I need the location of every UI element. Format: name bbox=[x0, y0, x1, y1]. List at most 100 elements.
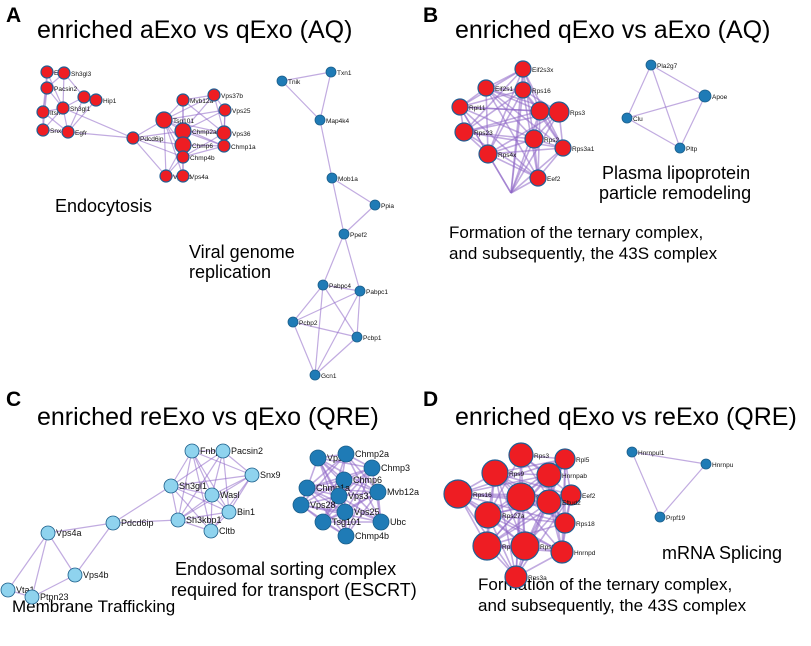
network-node bbox=[550, 540, 574, 564]
node-label: Snx9 bbox=[260, 470, 281, 480]
panel-a-caption-1: Endocytosis bbox=[55, 196, 152, 216]
network-edge bbox=[177, 450, 193, 521]
node-label: Pdcd6ip bbox=[140, 136, 164, 143]
panel-c-letter: C bbox=[6, 388, 21, 411]
network-node bbox=[514, 60, 532, 78]
node-label: Vps28 bbox=[310, 500, 336, 510]
network-node bbox=[351, 331, 363, 343]
node-label: Ppef2 bbox=[350, 232, 367, 239]
node-label: Vps25 bbox=[354, 507, 380, 517]
node-label: Vps37b bbox=[221, 93, 243, 100]
node-label: Hnrnpul1 bbox=[638, 450, 665, 457]
node-label: Chmp6 bbox=[192, 143, 213, 150]
panel-d-letter: D bbox=[423, 388, 438, 411]
node-label: Rpl5 bbox=[576, 457, 590, 464]
network-node bbox=[170, 512, 186, 528]
network-edge bbox=[163, 119, 225, 147]
node-label: Sh3gl1 bbox=[70, 106, 91, 113]
panel-b-title: enriched qExo vs aExo (AQ) bbox=[455, 16, 770, 44]
node-label: Rps9 bbox=[509, 471, 525, 478]
network-node bbox=[621, 112, 633, 124]
network-edge bbox=[163, 119, 184, 177]
network-edge bbox=[170, 450, 224, 487]
network-node bbox=[554, 448, 576, 470]
network-edge bbox=[292, 321, 316, 376]
network-edge bbox=[457, 474, 550, 495]
network-node bbox=[626, 446, 638, 458]
network-edge bbox=[292, 290, 361, 323]
network-edge bbox=[343, 233, 361, 292]
node-label: Fnbp1 bbox=[200, 446, 226, 456]
network-node bbox=[36, 123, 50, 137]
network-edge bbox=[306, 453, 347, 489]
network-node bbox=[40, 65, 54, 79]
node-label: Chmp2a bbox=[192, 129, 217, 136]
network-layer: Epn2Sh3gl3Pacsin2ItsnSh3gl1ItchHip1Snx18… bbox=[0, 59, 734, 605]
node-label: Hip1 bbox=[103, 98, 117, 105]
node-label: Rps3 bbox=[534, 453, 550, 460]
network-node bbox=[36, 105, 50, 119]
network-edge bbox=[170, 474, 253, 487]
network-edge bbox=[314, 284, 324, 376]
node-label: Rps3a1 bbox=[572, 146, 595, 153]
network-module: Epn2Sh3gl3Pacsin2ItsnSh3gl1ItchHip1Snx18… bbox=[36, 65, 256, 183]
network-edge bbox=[331, 177, 376, 206]
network-edge bbox=[292, 321, 358, 338]
network-edge bbox=[626, 117, 681, 149]
node-label: Tsg101 bbox=[173, 118, 194, 125]
node-label: Gcn1 bbox=[321, 373, 337, 380]
network-edge bbox=[74, 522, 114, 576]
network-node bbox=[369, 199, 381, 211]
node-label: Rpl11 bbox=[469, 105, 486, 112]
node-label: Eif2s1 bbox=[495, 86, 513, 93]
network-node bbox=[326, 172, 338, 184]
node-label: Vps25 bbox=[232, 108, 251, 115]
network-node bbox=[216, 125, 232, 141]
node-label: Prpf19 bbox=[666, 515, 686, 522]
network-edge bbox=[487, 68, 524, 155]
network-module: Eif2s3xEif2s1Rps16Rpl11Rps11Rps3Rps23Rps… bbox=[451, 60, 595, 194]
node-label: Vps4b bbox=[83, 570, 109, 580]
network-edge bbox=[31, 574, 76, 598]
node-label: Hnrnpab bbox=[562, 473, 587, 480]
network-node bbox=[508, 442, 534, 468]
node-label: Apoe bbox=[712, 94, 728, 101]
network-edge bbox=[132, 137, 167, 177]
node-label: Sh3kbp1 bbox=[186, 515, 222, 525]
network-node bbox=[554, 139, 572, 157]
network-edge bbox=[163, 109, 226, 121]
network-module: TnikTxn1Map4k4Mob1aPpiaPpef2Pabpc4Pabpc1… bbox=[276, 66, 394, 381]
node-label: Vps4a bbox=[190, 174, 209, 181]
panel-a-caption-2: Viral genome bbox=[189, 242, 295, 262]
network-edge bbox=[459, 106, 539, 179]
network-edge bbox=[281, 71, 332, 82]
node-label: Pabpc4 bbox=[329, 283, 351, 290]
network-node bbox=[472, 531, 502, 561]
node-label: Wasl bbox=[220, 490, 240, 500]
network-node bbox=[645, 59, 657, 71]
network-edge bbox=[322, 284, 361, 292]
network-node bbox=[215, 443, 231, 459]
panel-b-letter: B bbox=[423, 4, 438, 27]
network-node bbox=[554, 512, 576, 534]
network-edge bbox=[457, 493, 563, 553]
network-node bbox=[163, 478, 179, 494]
network-node bbox=[654, 511, 666, 523]
network-edge bbox=[191, 450, 212, 532]
node-label: Tsg101 bbox=[332, 517, 361, 527]
node-label: Hnrnpd bbox=[574, 550, 596, 557]
network-node bbox=[337, 445, 355, 463]
network-edge bbox=[344, 467, 373, 513]
network-edge bbox=[112, 519, 179, 524]
network-edge bbox=[132, 137, 184, 158]
node-label: Rps27a bbox=[502, 513, 525, 520]
network-edge bbox=[457, 493, 566, 524]
node-label: Mob1a bbox=[338, 176, 358, 183]
node-label: Chmp6 bbox=[353, 475, 382, 485]
node-label: Rps23 bbox=[474, 130, 493, 137]
network-edge bbox=[322, 284, 358, 338]
network-node bbox=[89, 93, 103, 107]
network-node bbox=[536, 489, 562, 515]
